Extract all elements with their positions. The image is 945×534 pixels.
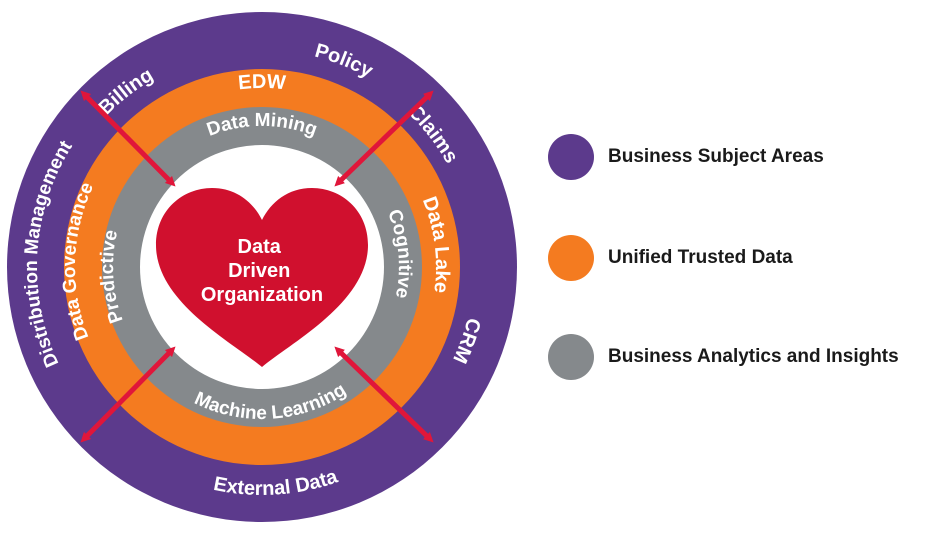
legend-item-business-analytics: Business Analytics and Insights bbox=[548, 334, 899, 380]
label-edw: EDW bbox=[237, 71, 287, 95]
arrow-top-left bbox=[80, 90, 176, 187]
orange-dot-icon bbox=[548, 235, 594, 281]
data-driven-organization-diagram: Data Driven Organization Billing Policy … bbox=[7, 12, 517, 522]
center-label-line-3: Organization bbox=[201, 284, 323, 306]
arrow-bottom-right bbox=[334, 346, 434, 443]
heart-icon bbox=[156, 188, 368, 367]
legend-label: Unified Trusted Data bbox=[608, 247, 793, 268]
legend-item-business-subject-areas: Business Subject Areas bbox=[548, 134, 824, 180]
legend: Business Subject Areas Unified Trusted D… bbox=[548, 0, 945, 534]
arrow-top-right bbox=[334, 90, 434, 187]
arrow-bottom-left bbox=[80, 346, 176, 443]
legend-item-unified-trusted-data: Unified Trusted Data bbox=[548, 235, 793, 281]
center-label-line-2: Driven bbox=[228, 260, 290, 282]
legend-label: Business Subject Areas bbox=[608, 146, 824, 167]
purple-dot-icon bbox=[548, 134, 594, 180]
center-label-line-1: Data bbox=[238, 236, 282, 258]
svg-text:Data Driven Organizati: Data Driven Organization bbox=[201, 236, 323, 306]
svg-text:EDW: EDW bbox=[237, 71, 287, 95]
gray-dot-icon bbox=[548, 334, 594, 380]
legend-label: Business Analytics and Insights bbox=[608, 346, 899, 367]
